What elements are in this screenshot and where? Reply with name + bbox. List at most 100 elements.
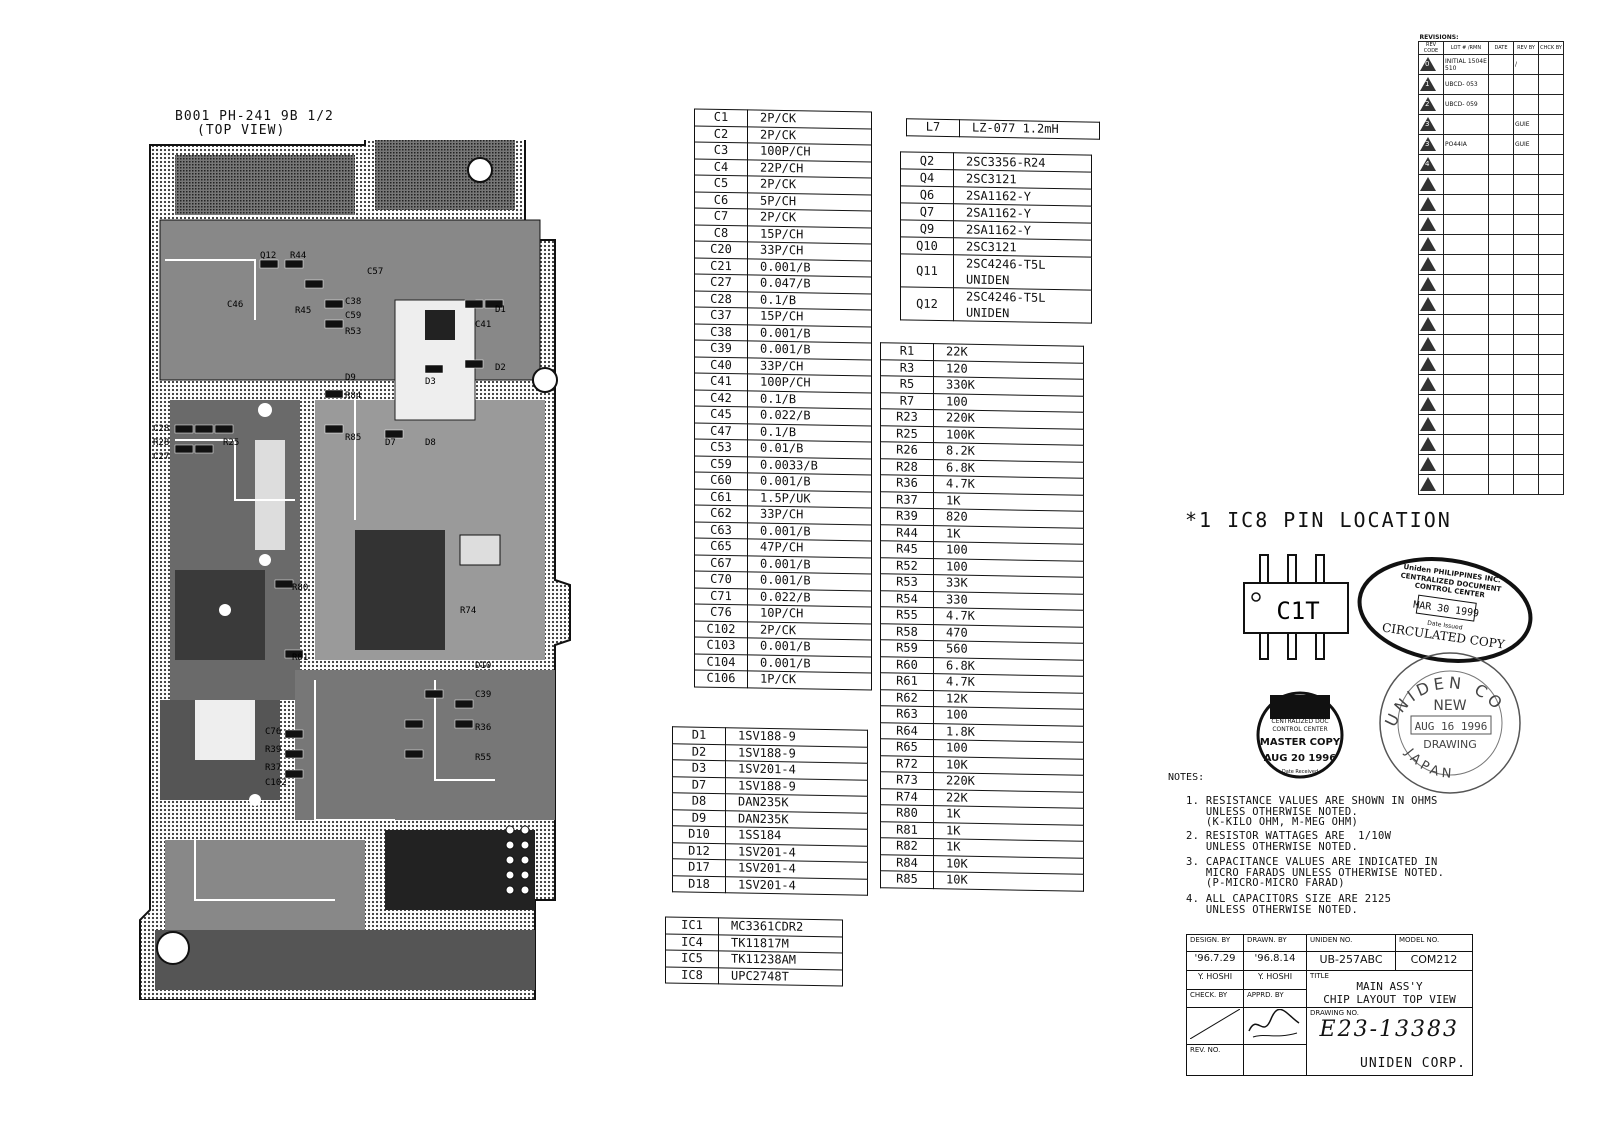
part-value: 10K (933, 871, 1084, 891)
part-ref: C8 (694, 224, 748, 242)
part-value: 2SA1162-Y (953, 220, 1092, 241)
part-ref: R62 (880, 689, 934, 707)
part-ref: L7 (906, 118, 960, 137)
part-value: 1SV188-9 (725, 727, 868, 747)
part-ref: Q6 (900, 185, 954, 204)
pcb-label: Q12 (260, 251, 276, 261)
rev-chk-by (1538, 154, 1564, 175)
rev-chk-by (1538, 214, 1564, 235)
revision-triangle-icon (1420, 376, 1436, 391)
pcb-label: R85 (345, 433, 361, 443)
rev-chk-by (1538, 114, 1564, 135)
part-value: 0.047/B (747, 274, 872, 294)
part-ref: D9 (672, 809, 726, 827)
rev-rev-by (1513, 474, 1539, 495)
part-ref: R80 (880, 804, 934, 823)
part-value: 2P/CK (747, 208, 872, 228)
part-ref: R82 (880, 837, 934, 856)
rev-chk-by (1538, 234, 1564, 255)
rev-date (1488, 274, 1514, 295)
revision-triangle-icon (1420, 316, 1436, 331)
master-copy-stamp: CENTRALIZED DOC CONTROL CENTER MASTER CO… (1256, 691, 1344, 779)
part-ref: Q4 (900, 168, 954, 187)
part-ref: R1 (880, 342, 934, 361)
part-value: 0.01/B (747, 439, 872, 459)
rev-code: 1 (1425, 79, 1430, 88)
part-ref: R37 (880, 491, 934, 509)
rev-chk-by (1538, 174, 1564, 195)
pcb-label: C59 (345, 311, 361, 321)
part-value: 10P/CH (747, 604, 872, 624)
part-ref: R52 (880, 557, 934, 575)
rev-rev-by (1513, 74, 1539, 95)
rev-chk-by (1538, 54, 1564, 75)
company-name: UNIDEN CORP. (1360, 1056, 1466, 1071)
pcb-label: D2 (495, 363, 506, 373)
rev-rev-by (1513, 214, 1539, 235)
rev-header: REV BY (1513, 41, 1539, 55)
rev-chk-by (1538, 414, 1564, 435)
title-line1: MAIN ASS'Y (1356, 980, 1423, 993)
pcb-label: C57 (367, 267, 383, 277)
rev-chk-by (1538, 74, 1564, 95)
part-ref: R74 (880, 788, 934, 806)
part-value: 0.001/B (747, 571, 872, 591)
part-ref: C1 (694, 108, 748, 127)
revision-triangle-icon: 2 (1420, 96, 1436, 111)
rev-code-cell (1418, 194, 1444, 215)
part-ref: D10 (672, 825, 726, 844)
rev-chk-by (1538, 394, 1564, 415)
note-item: 4. ALL CAPACITORS SIZE ARE 2125 UNLESS O… (1186, 893, 1392, 916)
revision-triangle-icon (1420, 356, 1436, 371)
pcb-label: C41 (475, 320, 491, 330)
pcb-label: D1 (495, 305, 506, 315)
ic8-package-drawing: C1T (1243, 554, 1349, 660)
pcb-label: D9 (345, 373, 356, 383)
drawn-date: '96.8.14 (1243, 951, 1307, 971)
part-ref: C7 (694, 207, 748, 226)
rev-code-cell (1418, 474, 1444, 495)
rev-code-cell (1418, 214, 1444, 235)
rev-chk-by (1538, 194, 1564, 215)
part-ref: D1 (672, 726, 726, 745)
rev-lot (1443, 434, 1489, 455)
rev-lot (1443, 354, 1489, 375)
stamp-text: Date Issued (1427, 620, 1463, 632)
revision-triangle-icon (1420, 396, 1436, 411)
rev-chk-by (1538, 314, 1564, 335)
rev-lot: PO44IA (1443, 134, 1489, 155)
design-by-label: DESIGN. BY (1186, 934, 1244, 952)
rev-code: 3 (1425, 139, 1430, 148)
model-no: COM212 (1395, 951, 1473, 971)
rev-date (1488, 474, 1514, 495)
revision-triangle-icon (1420, 456, 1436, 471)
part-ref: Q2 (900, 151, 954, 170)
part-ref: R60 (880, 656, 934, 674)
part-value: 2SA1162-Y (953, 203, 1092, 224)
rev-lot (1443, 294, 1489, 315)
part-ref: D7 (672, 776, 726, 794)
part-ref: C65 (694, 537, 748, 556)
part-ref: IC8 (665, 966, 719, 984)
part-value-line2: UNIDEN (966, 272, 1010, 288)
part-value: 2SA1162-Y (953, 186, 1092, 207)
part-ref: C4 (694, 158, 748, 176)
part-ref: R39 (880, 507, 934, 526)
part-ref: C42 (694, 389, 748, 407)
stamp-date: AUG 20 1996 (1264, 753, 1337, 764)
part-value: 2P/CK (747, 109, 872, 129)
note-item: 3. CAPACITANCE VALUES ARE INDICATED IN M… (1186, 856, 1445, 889)
rev-rev-by (1513, 314, 1539, 335)
part-ref: C27 (694, 273, 748, 292)
revision-row (1418, 354, 1564, 375)
rev-lot (1443, 394, 1489, 415)
rev-rev-by (1513, 394, 1539, 415)
part-value: 100P/CH (747, 142, 872, 162)
pcb-label: R74 (460, 606, 476, 616)
part-ref: R54 (880, 590, 934, 608)
rev-header: DATE (1488, 41, 1514, 55)
